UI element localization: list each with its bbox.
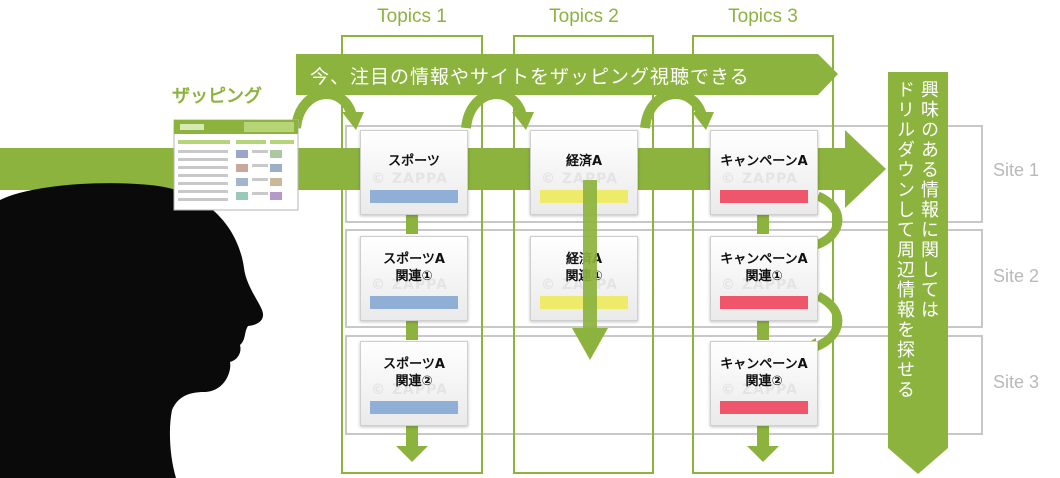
card-watermark: © ZAPPA bbox=[721, 382, 798, 398]
card-campaign-related-2: © ZAPPA キャンペーンA 関連② bbox=[710, 341, 818, 426]
site-label-3: Site 3 bbox=[993, 372, 1040, 392]
drill-curve-2 bbox=[810, 291, 843, 353]
c1-bottom-arrow-head bbox=[396, 446, 428, 462]
card-color-bar bbox=[720, 296, 808, 309]
topic-column-1 bbox=[341, 35, 483, 474]
card-sports: © ZAPPA スポーツ bbox=[360, 130, 468, 215]
zap-head-3 bbox=[692, 112, 714, 130]
card-color-bar bbox=[720, 190, 808, 203]
card-watermark: © ZAPPA bbox=[371, 277, 448, 293]
zap-head-2 bbox=[512, 112, 534, 130]
card-watermark: © ZAPPA bbox=[541, 171, 618, 187]
card-title-line-1: キャンペーンA bbox=[720, 252, 808, 267]
card-color-bar bbox=[370, 296, 458, 309]
topic-label-1: Topics 1 bbox=[377, 6, 447, 27]
card-title-line-1: スポーツA bbox=[383, 252, 445, 267]
drilldown-text-col2: ドリルダウンして周辺情報を探せる bbox=[894, 80, 915, 400]
card-title-line-1: スポーツA bbox=[383, 357, 445, 372]
card-title-line-2: 関連① bbox=[395, 269, 433, 284]
site-row-outlines bbox=[345, 125, 983, 435]
drill-curves bbox=[810, 191, 843, 353]
column-1-connectors bbox=[396, 214, 428, 462]
c3-connector-2 bbox=[757, 318, 769, 340]
c1-connector-3 bbox=[406, 424, 418, 448]
person-silhouette bbox=[0, 183, 264, 478]
c3-connector-1 bbox=[757, 214, 769, 234]
card-title: スポーツA 関連① bbox=[361, 251, 467, 285]
econ-down-arrow bbox=[572, 180, 608, 360]
website-thumbnail bbox=[173, 119, 299, 211]
card-watermark: © ZAPPA bbox=[371, 382, 448, 398]
topic-column-2 bbox=[513, 35, 654, 474]
card-campaign: © ZAPPA キャンペーンA bbox=[710, 130, 818, 215]
card-color-bar bbox=[370, 190, 458, 203]
zap-curve-2 bbox=[461, 89, 527, 129]
banner-text: 今、注目の情報やサイトをザッピング視聴できる bbox=[310, 66, 750, 88]
card-title: 経済A bbox=[565, 154, 603, 169]
zapping-curve-heads bbox=[342, 112, 714, 130]
card-title: スポーツA 関連② bbox=[361, 356, 467, 390]
zapping-curves bbox=[291, 89, 707, 129]
drilldown-text-col1: 興味のある情報に関しては bbox=[918, 80, 939, 320]
zapping-label: ザッピング bbox=[172, 86, 262, 107]
card-watermark: © ZAPPA bbox=[541, 277, 618, 293]
topic-column-3 bbox=[692, 35, 834, 474]
site-label-2: Site 2 bbox=[993, 266, 1040, 286]
c3-bottom-arrow-head bbox=[747, 446, 779, 462]
card-title: キャンペーンA 関連② bbox=[711, 356, 817, 390]
zap-head-1 bbox=[342, 112, 364, 130]
card-title: キャンペーンA bbox=[720, 154, 808, 169]
banner-arrow bbox=[296, 54, 838, 95]
card-color-bar bbox=[720, 401, 808, 414]
zap-curve-3 bbox=[640, 89, 707, 129]
card-watermark: © ZAPPA bbox=[721, 171, 798, 187]
card-title-line-2: 関連① bbox=[745, 269, 783, 284]
drilldown-arrow bbox=[888, 72, 948, 474]
card-title: キャンペーンA 関連① bbox=[711, 251, 817, 285]
card-title-line-2: 関連② bbox=[745, 374, 783, 389]
topic-label-3: Topics 3 bbox=[728, 6, 798, 27]
column-3-connectors bbox=[747, 214, 779, 462]
card-campaign-related-1: © ZAPPA キャンペーンA 関連① bbox=[710, 236, 818, 321]
c3-connector-3 bbox=[757, 424, 769, 448]
c1-connector-1 bbox=[406, 214, 418, 234]
card-sports-related-2: © ZAPPA スポーツA 関連② bbox=[360, 341, 468, 426]
site-label-1: Site 1 bbox=[993, 160, 1040, 180]
site-row-3 bbox=[345, 335, 983, 435]
zap-curve-1 bbox=[291, 89, 357, 129]
topic-label-2: Topics 2 bbox=[549, 6, 619, 27]
card-color-bar bbox=[370, 401, 458, 414]
c1-connector-2 bbox=[406, 318, 418, 340]
site-row-2 bbox=[345, 229, 983, 328]
card-sports-related-1: © ZAPPA スポーツA 関連① bbox=[360, 236, 468, 321]
topic-column-outlines bbox=[341, 35, 834, 474]
card-watermark: © ZAPPA bbox=[721, 277, 798, 293]
card-title: スポーツ bbox=[388, 154, 440, 169]
drill-curve-1 bbox=[810, 191, 843, 251]
card-title-line-2: 関連② bbox=[395, 374, 433, 389]
card-watermark: © ZAPPA bbox=[371, 171, 448, 187]
card-title-line-1: キャンペーンA bbox=[720, 357, 808, 372]
